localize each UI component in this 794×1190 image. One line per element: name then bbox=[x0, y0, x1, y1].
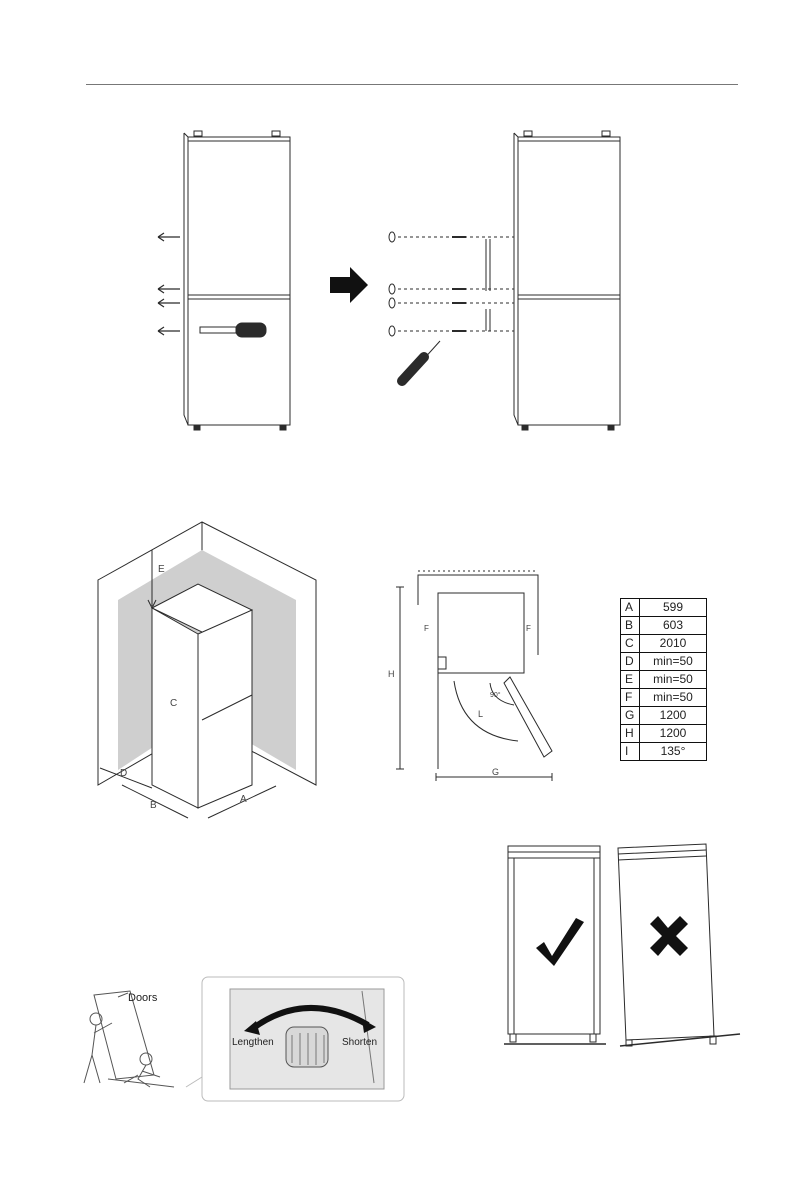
label-d: D bbox=[120, 768, 127, 779]
label-e: E bbox=[158, 564, 165, 575]
label-l: L bbox=[478, 709, 483, 719]
door-reversal-figure bbox=[140, 125, 630, 435]
arrow-right-icon bbox=[330, 267, 368, 303]
caps-right bbox=[389, 232, 395, 336]
label-g: G bbox=[492, 767, 499, 777]
fridge-left bbox=[184, 131, 290, 430]
check-icon bbox=[536, 918, 584, 966]
label-c: C bbox=[170, 698, 177, 709]
screw-rows-right bbox=[398, 237, 514, 331]
lengthen-label: Lengthen bbox=[232, 1037, 274, 1048]
header-rule bbox=[86, 84, 738, 85]
label-h: H bbox=[388, 669, 395, 679]
tilt-check-figure bbox=[500, 838, 750, 1058]
label-a: A bbox=[240, 794, 247, 805]
screw-arrows-left bbox=[158, 233, 180, 335]
screwdriver-icon bbox=[402, 341, 440, 381]
fridge-right bbox=[486, 131, 620, 430]
screwdriver-icon bbox=[200, 323, 266, 337]
shorten-label: Shorten bbox=[342, 1037, 377, 1048]
plan-clearance-figure: F F H G L 90° bbox=[380, 565, 560, 785]
screw-arrows-right bbox=[452, 237, 466, 331]
doors-label: Doors bbox=[128, 992, 158, 1004]
label-angle: 90° bbox=[490, 691, 501, 699]
cross-icon bbox=[650, 916, 688, 956]
label-f-right: F bbox=[526, 624, 531, 633]
leveling-figure: Doors Lengthen Shorten bbox=[78, 975, 408, 1105]
label-b: B bbox=[150, 800, 157, 811]
label-f-left: F bbox=[424, 624, 429, 633]
room-clearance-figure: E C D B A bbox=[90, 520, 330, 825]
